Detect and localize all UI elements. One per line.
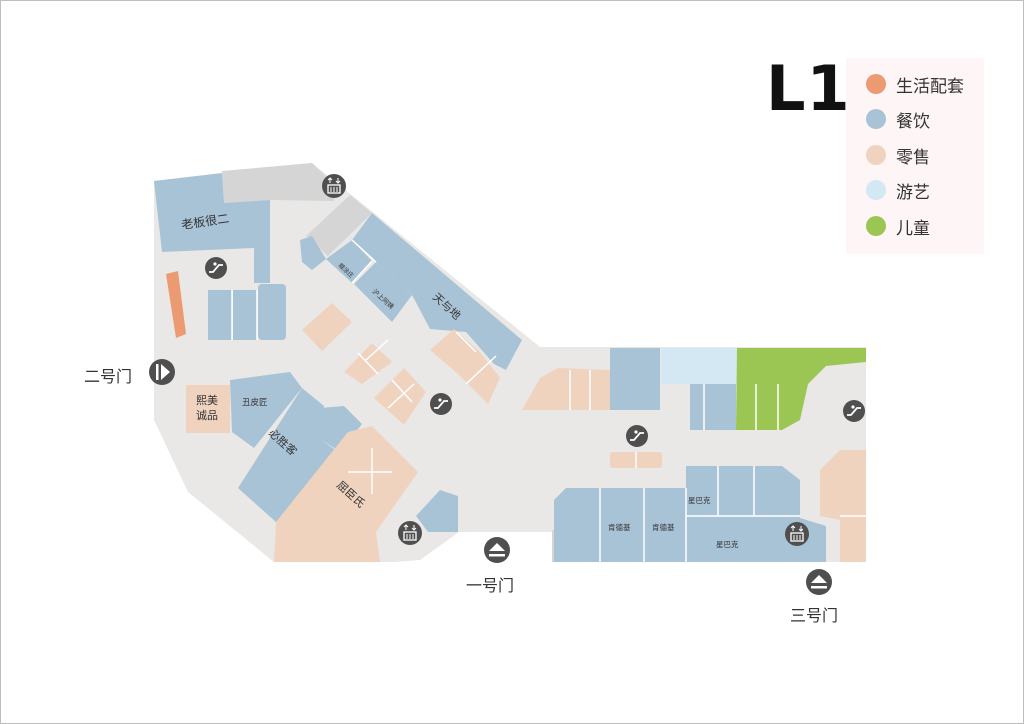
shop-small2[interactable] <box>354 262 412 322</box>
escalator-icon[interactable] <box>205 257 227 279</box>
label-ximei-1: 熙美 <box>196 394 218 407</box>
shop-food-right-1[interactable] <box>610 348 660 410</box>
legend-item-fun: 游艺 <box>866 177 930 203</box>
legend-label: 游艺 <box>896 182 930 203</box>
shop-retail-4[interactable] <box>430 329 500 404</box>
shop-cell[interactable] <box>258 284 286 340</box>
entrance-arrow-icon[interactable] <box>806 569 832 595</box>
shop-retail-1[interactable] <box>302 303 352 351</box>
label-choupijiang: 丑皮匠 <box>242 397 268 408</box>
gate-label-1: 一号门 <box>466 576 515 595</box>
label-ximei-2: 诚品 <box>196 409 218 422</box>
service-block-top <box>222 163 336 203</box>
legend-dot <box>866 145 886 165</box>
floor-label: L1 <box>766 52 851 125</box>
shop-ximei[interactable] <box>186 385 230 433</box>
shop-blue-small-mid <box>320 406 362 452</box>
legend-label: 儿童 <box>896 218 930 239</box>
label-starbucks-1: 星巴克 <box>688 496 711 505</box>
shop-bishengke[interactable] <box>238 388 338 522</box>
legend-dot <box>866 74 886 94</box>
shop-small1[interactable] <box>326 240 372 283</box>
entrance-arrow-icon[interactable] <box>149 359 175 385</box>
shop-dividers <box>231 239 866 562</box>
shop-laoban[interactable] <box>154 173 270 283</box>
gate-label-3: 三号门 <box>790 606 839 625</box>
shop-qujuchen[interactable] <box>274 426 418 562</box>
elevator-icon[interactable] <box>398 521 422 545</box>
legend: 生活配套 餐饮 零售 游艺 儿童 <box>846 58 984 254</box>
escalator-icon[interactable] <box>843 400 865 422</box>
legend-dot <box>866 109 886 129</box>
shop-cell[interactable] <box>208 290 232 340</box>
shop-blue-small-top <box>300 236 326 270</box>
shop-life-service[interactable] <box>166 271 186 338</box>
gate-label-2: 二号门 <box>84 367 133 386</box>
escalator-icon[interactable] <box>430 393 452 415</box>
shop-tianyudi[interactable] <box>352 213 522 370</box>
shop-grid-left[interactable] <box>208 284 286 340</box>
entrance-arrow-icon[interactable] <box>484 537 510 563</box>
legend-label: 餐饮 <box>896 111 930 132</box>
legend-item-retail: 零售 <box>866 142 930 168</box>
escalator-icon[interactable] <box>626 425 648 447</box>
label-kfc-1: 肯德基 <box>608 522 631 532</box>
shop-kids[interactable] <box>736 348 866 430</box>
legend-label: 零售 <box>896 147 930 168</box>
legend-item-kids: 儿童 <box>866 213 930 239</box>
shop-retail-right[interactable] <box>820 450 866 562</box>
legend-dot <box>866 216 886 236</box>
legend-dot <box>866 180 886 200</box>
legend-item-life: 生活配套 <box>866 71 964 97</box>
legend-item-food: 餐饮 <box>866 106 930 132</box>
shop-retail-5[interactable] <box>522 368 610 410</box>
label-starbucks-2: 星巴克 <box>716 540 739 549</box>
shop-food-right-2[interactable] <box>690 384 736 430</box>
shop-blue-corner <box>416 490 458 532</box>
legend-label: 生活配套 <box>896 76 964 97</box>
shop-choupijiang[interactable] <box>230 372 302 448</box>
service-block-right <box>306 195 372 256</box>
shop-cell[interactable] <box>233 290 257 340</box>
label-laoban: 老板很二 <box>180 211 229 232</box>
shop-fun[interactable] <box>661 348 737 384</box>
elevator-icon[interactable] <box>785 522 809 546</box>
elevator-icon[interactable] <box>322 174 346 198</box>
label-kfc-2: 肯德基 <box>652 522 675 532</box>
shop-kfc-area[interactable] <box>554 466 826 562</box>
